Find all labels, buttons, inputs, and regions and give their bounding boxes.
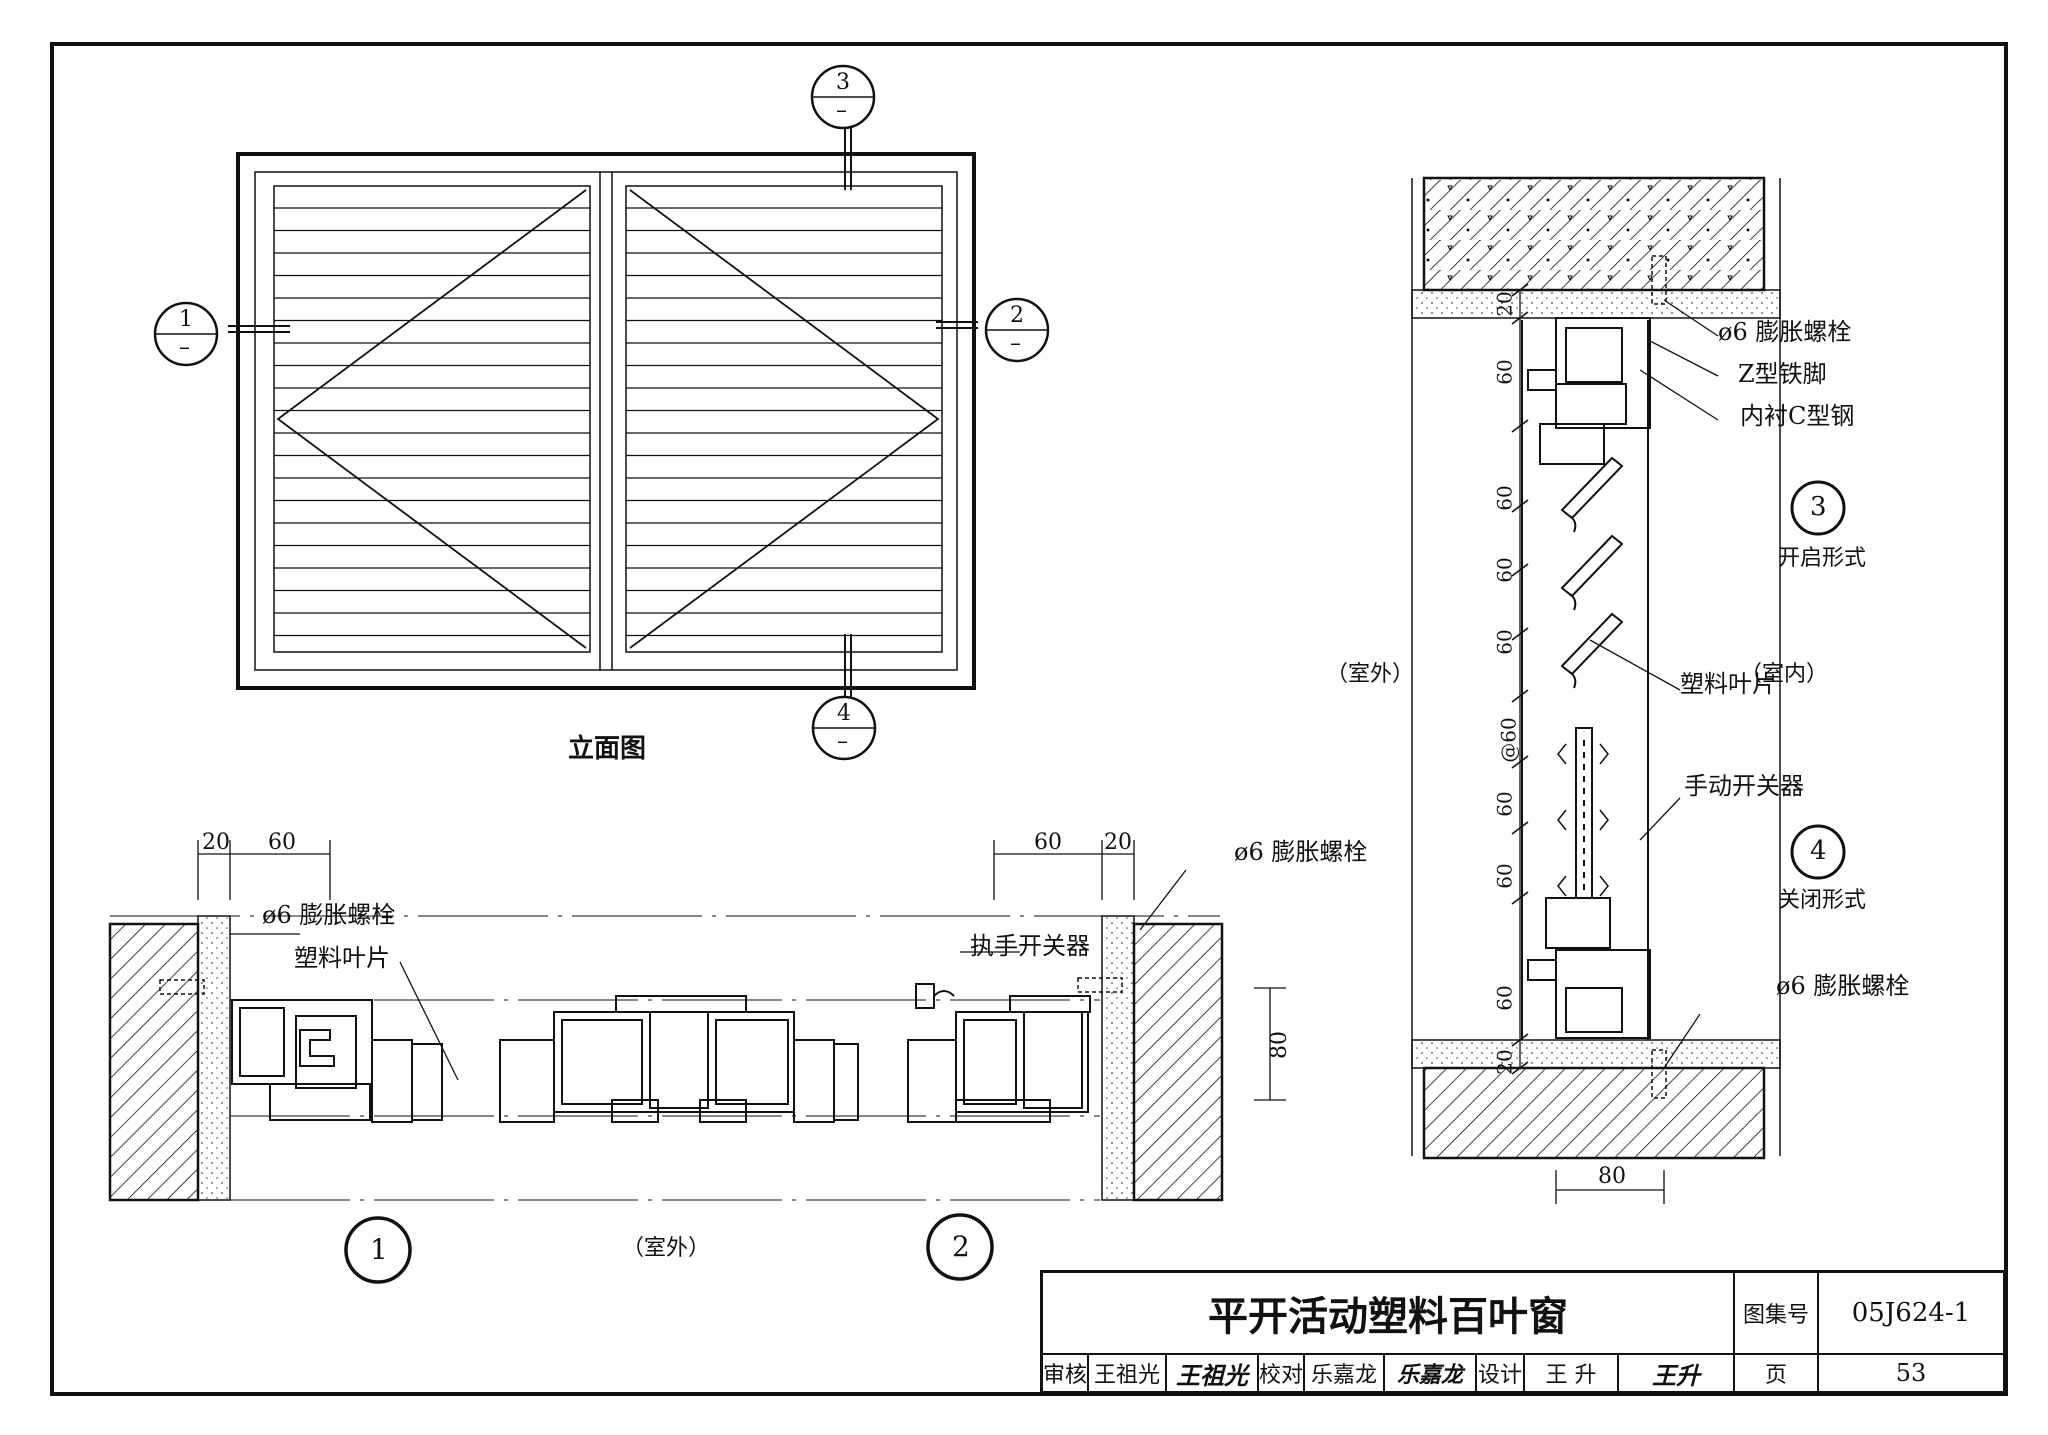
review-label: 审核 — [1043, 1355, 1089, 1391]
sheet-border — [50, 42, 2008, 1396]
marker-2-number: 2 — [1010, 303, 1024, 328]
chevron-mark — [1599, 875, 1609, 897]
label-bolt-right: ø6 膨胀螺栓 — [1234, 838, 1368, 866]
chevron-mark — [1557, 809, 1567, 831]
open-blade — [1560, 456, 1624, 520]
dimension-tick — [1511, 311, 1529, 325]
detail-1-number: 1 — [370, 1233, 388, 1266]
label-z-foot: Z型铁脚 — [1738, 360, 1827, 388]
marker-2-sub: – — [1010, 331, 1021, 356]
check-label: 校对 — [1259, 1355, 1305, 1391]
title-block: 平开活动塑料百叶窗 图集号 05J624-1 审核 王祖光 王祖光 校对 乐嘉龙… — [1040, 1270, 2006, 1394]
detail-1-circle — [344, 1216, 412, 1284]
state-closed-number: 4 — [1810, 836, 1827, 866]
open-blade-hook — [1569, 671, 1577, 689]
elevation-caption: 立面图 — [568, 734, 647, 764]
state-open-text: 开启形式 — [1778, 546, 1867, 571]
dimension-tick — [1511, 821, 1529, 835]
label-inside-vertical: （室内） — [1740, 662, 1829, 687]
open-blade-hook — [1569, 593, 1577, 611]
marker-1-number: 1 — [179, 307, 193, 332]
dimension-tick — [1511, 689, 1529, 703]
dim-left-60: 60 — [268, 830, 296, 855]
dimension-tick — [1511, 755, 1529, 769]
state-closed-circle — [1790, 824, 1846, 880]
dimension-tick — [1511, 627, 1529, 641]
dimension-tick — [1511, 283, 1529, 297]
state-open-number: 3 — [1810, 492, 1827, 522]
dimension-tick — [1511, 1061, 1529, 1075]
checker-signature: 乐嘉龙 — [1385, 1355, 1477, 1391]
label-bolt-bottom: ø6 膨胀螺栓 — [1776, 972, 1910, 1000]
elevation-drawing — [153, 64, 1050, 761]
vdim-60-c: 60 — [1492, 557, 1517, 583]
checker-name: 乐嘉龙 — [1305, 1355, 1385, 1391]
marker-4-sub: – — [837, 729, 848, 754]
atlas-label: 图集号 — [1735, 1273, 1819, 1355]
design-label: 设计 — [1477, 1355, 1525, 1391]
page-number: 53 — [1895, 1359, 1927, 1387]
dim-right-20: 20 — [1104, 830, 1132, 855]
label-outside-vertical: （室外） — [1326, 662, 1415, 687]
dim-right-60: 60 — [1034, 830, 1062, 855]
dimension-tick — [1511, 419, 1529, 433]
state-closed-text: 关闭形式 — [1778, 888, 1867, 913]
label-outside-plan: （室外） — [622, 1236, 711, 1261]
label-bolt-top: ø6 膨胀螺栓 — [1718, 318, 1852, 346]
marker-1-sub: – — [179, 335, 190, 360]
chevron-mark — [1557, 875, 1567, 897]
vdim-at60: @60 — [1496, 717, 1521, 763]
dimension-tick — [1511, 1033, 1529, 1047]
label-blade-plan: 塑料叶片 — [294, 944, 390, 972]
reviewer-signature: 王祖光 — [1167, 1355, 1259, 1391]
page-label: 页 — [1735, 1355, 1819, 1391]
open-blade-hook — [1569, 515, 1577, 533]
label-handle: 执手开关器 — [970, 932, 1090, 960]
open-blade — [1560, 612, 1624, 676]
chevron-mark — [1557, 743, 1567, 765]
vdim-60-d: 60 — [1492, 629, 1517, 655]
vertical-section-drawing — [1411, 176, 1846, 1204]
chevron-mark — [1599, 809, 1609, 831]
atlas-number: 05J624-1 — [1819, 1273, 2003, 1355]
vdim-60-e: 60 — [1492, 791, 1517, 817]
detail-2-number: 2 — [952, 1230, 970, 1263]
open-blade — [1560, 534, 1624, 598]
dimension-tick — [1511, 563, 1529, 577]
dimension-tick — [1511, 499, 1529, 513]
drawing-title: 平开活动塑料百叶窗 — [1043, 1273, 1735, 1355]
label-bolt-left: ø6 膨胀螺栓 — [262, 901, 396, 929]
vdim-20-bottom: 20 — [1492, 1049, 1517, 1075]
marker-3-number: 3 — [836, 70, 850, 95]
label-c-steel: 内衬C型钢 — [1740, 402, 1855, 430]
vdim-60-a: 60 — [1492, 359, 1517, 385]
state-open-circle — [1790, 480, 1846, 536]
dim-left-20: 20 — [202, 830, 230, 855]
vdim-60-b: 60 — [1492, 485, 1517, 511]
vdim-20-top: 20 — [1492, 291, 1517, 317]
reviewer-name: 王祖光 — [1089, 1355, 1167, 1391]
vdim-80-bottom: 80 — [1598, 1164, 1626, 1189]
chevron-mark — [1599, 743, 1609, 765]
dim-height-80: 80 — [1267, 1031, 1292, 1059]
marker-3-sub: – — [836, 98, 847, 123]
vdim-60-f: 60 — [1492, 863, 1517, 889]
label-blade-vertical: 塑料叶片 — [1680, 670, 1776, 698]
vdim-60-g: 60 — [1492, 985, 1517, 1011]
marker-4-number: 4 — [837, 701, 851, 726]
designer-signature: 王升 — [1619, 1355, 1735, 1391]
dimension-tick — [1511, 891, 1529, 905]
plan-section-drawing — [108, 840, 1286, 1284]
label-switch: 手动开关器 — [1684, 772, 1804, 800]
detail-2-circle — [926, 1213, 994, 1281]
designer-name: 王 升 — [1525, 1355, 1619, 1391]
